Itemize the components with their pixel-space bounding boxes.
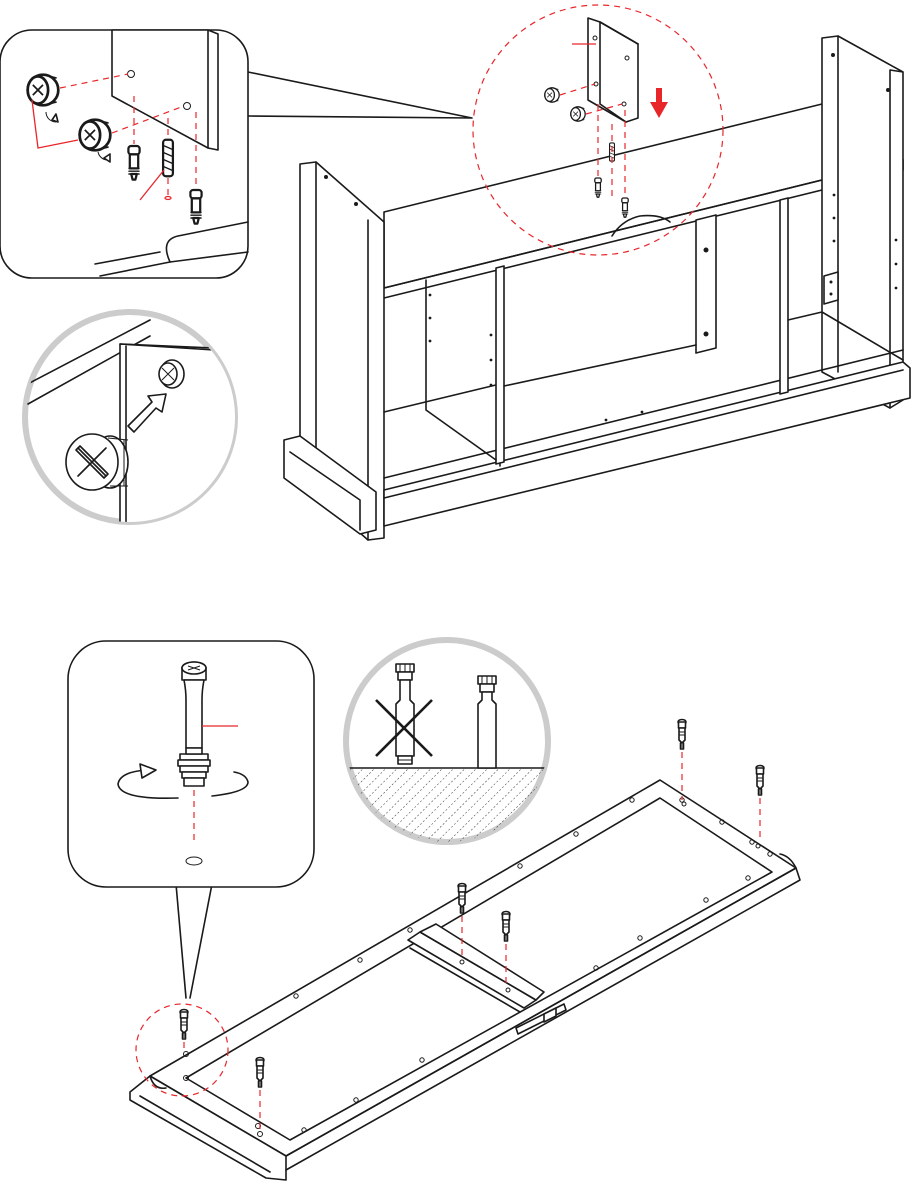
cabinet-frame [284,36,910,540]
cam-bolt-icon [190,190,201,224]
detail-circle-depth-check [340,640,560,858]
cam-bolt-icon [622,198,628,217]
lower-step [68,640,800,1180]
cam-bolt-icon [595,178,601,197]
cam-lock-icon [66,434,128,490]
detail-box-bolt-screw [68,641,314,998]
cam-lock-icon [545,88,559,102]
upper-step [0,5,910,540]
arrow-down-icon [650,88,668,118]
cam-lock-icon [80,120,111,151]
bolt-correct [478,676,496,768]
detail-circle-cam-lock [20,312,260,540]
cam-bolt-icon [180,1010,188,1040]
cam-lock-icon [571,107,585,121]
wooden-dowel-icon [163,140,173,176]
cam-bolt-icon [678,720,686,750]
cam-bolt-icon [756,766,764,796]
cam-bolt-icon [128,146,139,180]
